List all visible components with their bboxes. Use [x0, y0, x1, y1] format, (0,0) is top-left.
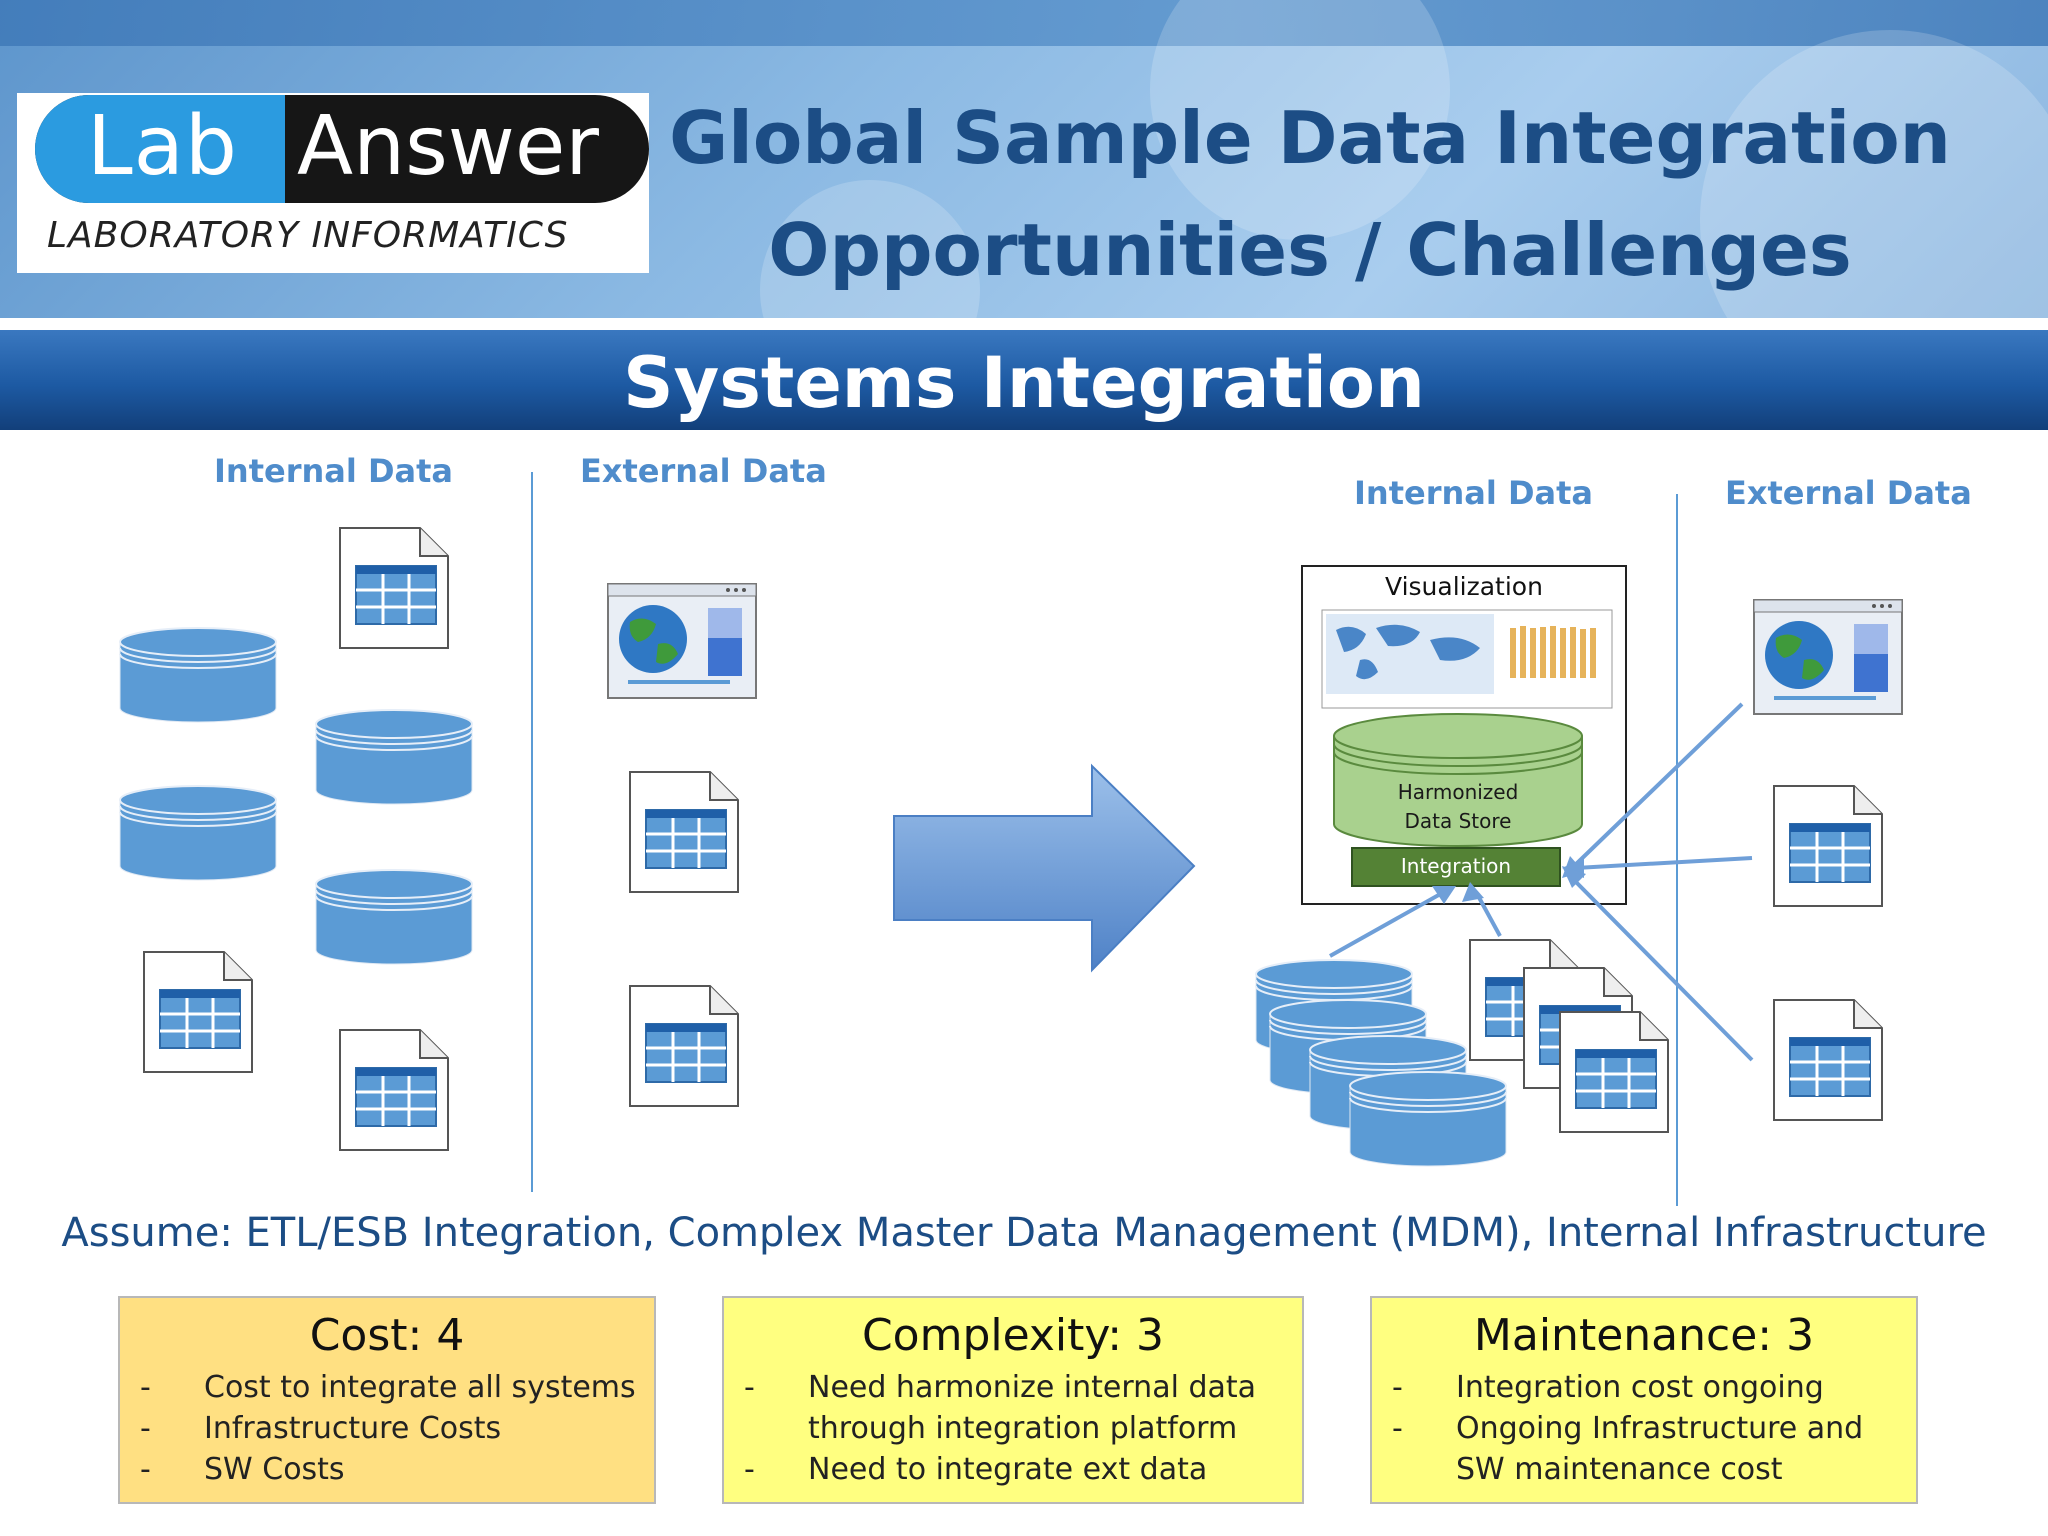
database-icon: [315, 709, 473, 805]
left-external-data-label: External Data: [580, 452, 827, 490]
header-top-band: [0, 0, 2048, 46]
cost-item: -SW Costs: [140, 1452, 345, 1487]
database-icon: [1349, 1071, 1507, 1167]
integration-label: Integration: [1400, 854, 1512, 878]
section-title-bar: Systems Integration: [0, 326, 2048, 430]
right-internal-data-label: Internal Data: [1354, 474, 1593, 512]
database-icon: [119, 627, 277, 723]
page-title: Global Sample Data Integration Opportuni…: [660, 82, 1960, 306]
assumption-text: Assume: ETL/ESB Integration, Complex Mas…: [61, 1210, 1987, 1256]
logo-lab-text: Lab: [87, 99, 238, 194]
visualization-label: Visualization: [1385, 572, 1543, 601]
complexity-item: -Need harmonize internal data through in…: [744, 1370, 1257, 1446]
complexity-card: Complexity: 3 -Need harmonize internal d…: [722, 1296, 1304, 1504]
harmonized-data-store-icon: [1333, 713, 1583, 847]
connector-arrows: [1329, 702, 1754, 1062]
spreadsheet-document-icon: [1772, 784, 1884, 908]
web-map-window-icon: [607, 583, 757, 699]
spreadsheet-document-icon: [1558, 1010, 1670, 1134]
right-external-data-label: External Data: [1725, 474, 1972, 512]
database-icon: [119, 785, 277, 881]
maintenance-item: -Integration cost ongoing: [1392, 1370, 1824, 1405]
maintenance-card: Maintenance: 3 -Integration cost ongoing…: [1370, 1296, 1918, 1504]
spreadsheet-document-icon: [1772, 998, 1884, 1122]
complexity-item: -Need to integrate ext data: [744, 1452, 1208, 1487]
cost-item: -Infrastructure Costs: [140, 1411, 502, 1446]
logo-answer-text: Answer: [297, 99, 600, 194]
section-title: Systems Integration: [623, 342, 1425, 424]
big-right-arrow-icon: [893, 763, 1196, 973]
maintenance-card-title: Maintenance: 3: [1473, 1310, 1815, 1361]
spreadsheet-document-icon: [628, 984, 740, 1108]
spreadsheet-document-icon: [142, 950, 254, 1074]
harmonized-store-label: Harmonized Data Store: [1397, 780, 1519, 833]
cost-item: -Cost to integrate all systems: [140, 1370, 636, 1405]
cost-card: Cost: 4 -Cost to integrate all systems -…: [118, 1296, 656, 1504]
arrowheads: [1432, 856, 1586, 904]
title-line-1: Global Sample Data Integration: [669, 96, 1951, 180]
complexity-card-title: Complexity: 3: [861, 1310, 1165, 1361]
lab-answer-logo: Lab Answer LABORATORY INFORMATICS: [17, 93, 649, 273]
logo-subtitle: LABORATORY INFORMATICS: [47, 215, 569, 256]
spreadsheet-document-icon: [338, 526, 450, 650]
spreadsheet-document-icon: [628, 770, 740, 894]
left-internal-data-label: Internal Data: [214, 452, 453, 490]
spreadsheet-document-icon: [338, 1028, 450, 1152]
web-map-window-icon: [1753, 599, 1903, 715]
decorative-bubble: [1150, 0, 1450, 240]
cost-card-title: Cost: 4: [309, 1310, 465, 1361]
maintenance-item: -Ongoing Infrastructure and SW maintenan…: [1392, 1411, 1864, 1487]
bar-chart-thumbnail: [1500, 620, 1606, 682]
title-line-2: Opportunities / Challenges: [768, 208, 1852, 292]
database-icon: [315, 869, 473, 965]
